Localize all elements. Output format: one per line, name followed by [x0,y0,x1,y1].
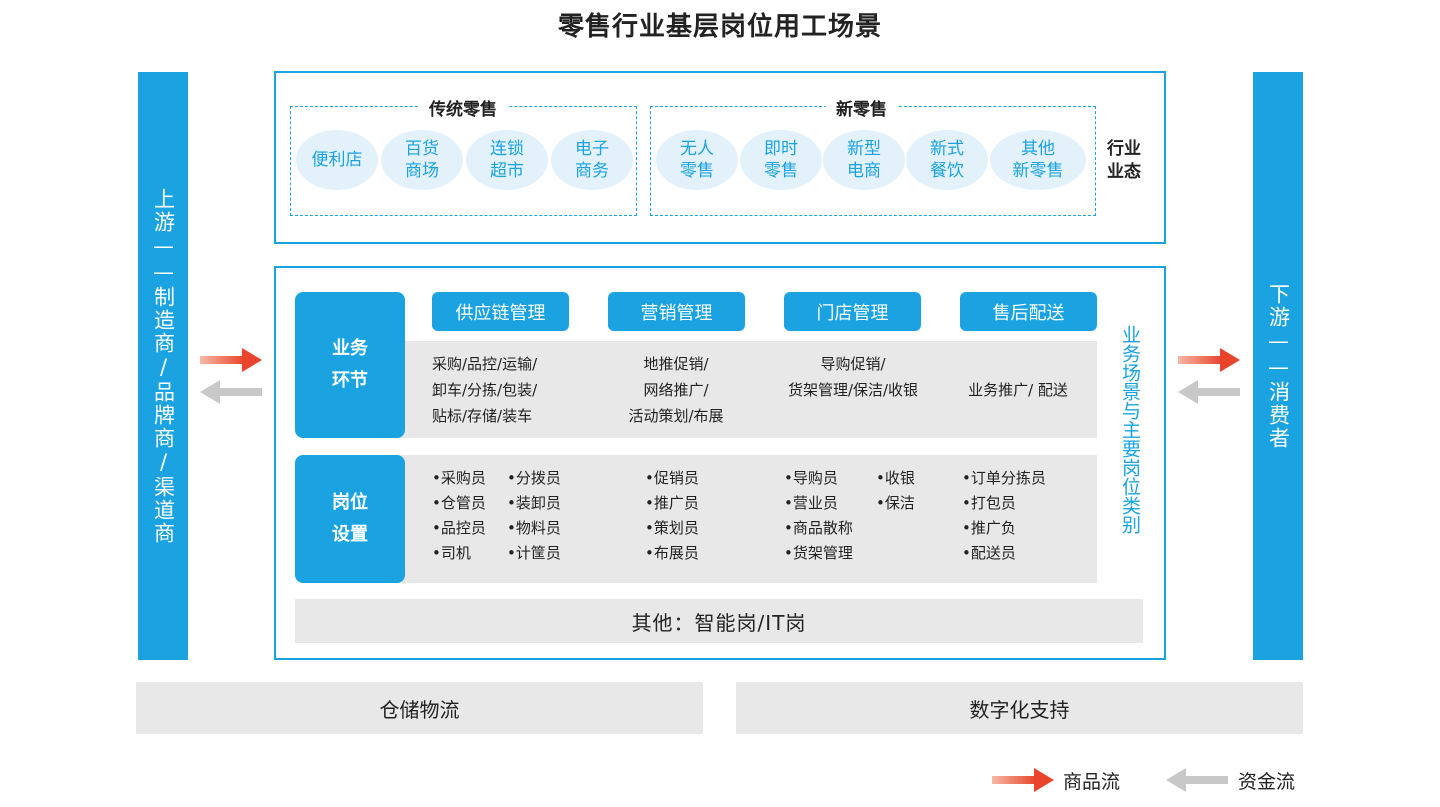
header-marketing: 营销管理 [608,292,745,331]
links-store: 导购促销/ 货架管理/保洁/收银 [787,355,919,399]
right-goods-arrow [1178,348,1240,372]
page-title: 零售行业基层岗位用工场景 [557,12,882,42]
list-item: •订单分拣员 [962,469,1046,487]
left-goods-arrow [200,348,262,372]
positions-label: 岗位 设置 [295,455,405,583]
upstream-label: 上游——制造商/品牌商/渠道商 [151,187,176,545]
list-item: •配送员 [962,544,1016,562]
list-item: •打包员 [962,494,1016,512]
traditional-retail-label: 传统零售 [419,95,507,120]
links-aftersale: 业务推广/ 配送 [968,381,1068,399]
list-item: •货架管理 [784,544,853,562]
positions-store-b: •收银 •保洁 [876,466,915,516]
list-item: •装卸员 [507,494,561,512]
format-chain-supermarket: 连锁 超市 [466,130,548,190]
new-retail-label: 新零售 [826,95,897,120]
positions-aftersale: •订单分拣员 •打包员 •推广负 •配送员 [962,466,1046,566]
business-scene-label: 业务场景与主要岗位类别 [1119,325,1141,534]
other-positions-row: 其他：智能岗/IT岗 [295,599,1143,643]
business-links-row [397,341,1097,438]
list-item: •策划员 [645,519,699,537]
format-unmanned-retail: 无人 零售 [656,130,738,190]
list-item: •营业员 [784,494,838,512]
list-item: •促销员 [645,469,699,487]
format-ecommerce: 电子 商务 [551,130,633,190]
format-convenience-store: 便利店 [296,130,378,190]
left-funds-arrow [200,380,262,404]
upstream-bar: 上游——制造商/品牌商/渠道商 [138,72,188,660]
list-item: •物料员 [507,519,561,537]
legend-funds-arrow [1166,768,1228,792]
positions-row [397,455,1097,583]
list-item: •分拨员 [507,469,561,487]
list-item: •商品散称 [784,519,853,537]
list-item: •计筐员 [507,544,561,562]
positions-supply-b: •分拨员 •装卸员 •物料员 •计筐员 [507,466,561,566]
links-supply-chain: 采购/品控/运输/ 卸车/分拣/包装/ 贴标/存储/装车 [432,355,538,425]
header-store: 门店管理 [784,292,921,331]
right-funds-arrow [1178,380,1240,404]
list-item: •布展员 [645,544,699,562]
header-aftersale: 售后配送 [960,292,1097,331]
format-new-catering: 新式 餐饮 [906,130,988,190]
business-links-label: 业务 环节 [295,292,405,438]
legend-goods-label: 商品流 [1063,771,1121,793]
legend-goods-arrow [992,768,1054,792]
list-item: •采购员 [432,469,486,487]
header-supply-chain: 供应链管理 [432,292,569,331]
list-item: •推广负 [962,519,1016,537]
positions-supply-a: •采购员 •仓管员 •品控员 •司机 [432,466,486,566]
downstream-label: 下游——消费者 [1266,282,1291,450]
positions-store-a: •导购员 •营业员 •商品散称 •货架管理 [784,466,853,566]
format-department-store: 百货 商场 [381,130,463,190]
legend-funds-label: 资金流 [1238,771,1296,793]
digital-support-box: 数字化支持 [736,682,1303,734]
downstream-bar: 下游——消费者 [1253,72,1303,660]
industry-format-label: 行业 业态 [1107,139,1141,182]
positions-marketing: •促销员 •推广员 •策划员 •布展员 [645,466,699,566]
list-item: •仓管员 [432,494,486,512]
warehouse-logistics-box: 仓储物流 [136,682,703,734]
format-other-new-retail: 其他 新零售 [990,130,1086,190]
list-item: •保洁 [876,494,915,512]
format-instant-retail: 即时 零售 [740,130,822,190]
list-item: •推广员 [645,494,699,512]
links-marketing: 地推促销/ 网络推广/ 活动策划/布展 [628,355,724,425]
list-item: •导购员 [784,469,838,487]
list-item: •司机 [432,544,471,562]
format-new-ecommerce: 新型 电商 [823,130,905,190]
list-item: •品控员 [432,519,486,537]
list-item: •收银 [876,469,915,487]
